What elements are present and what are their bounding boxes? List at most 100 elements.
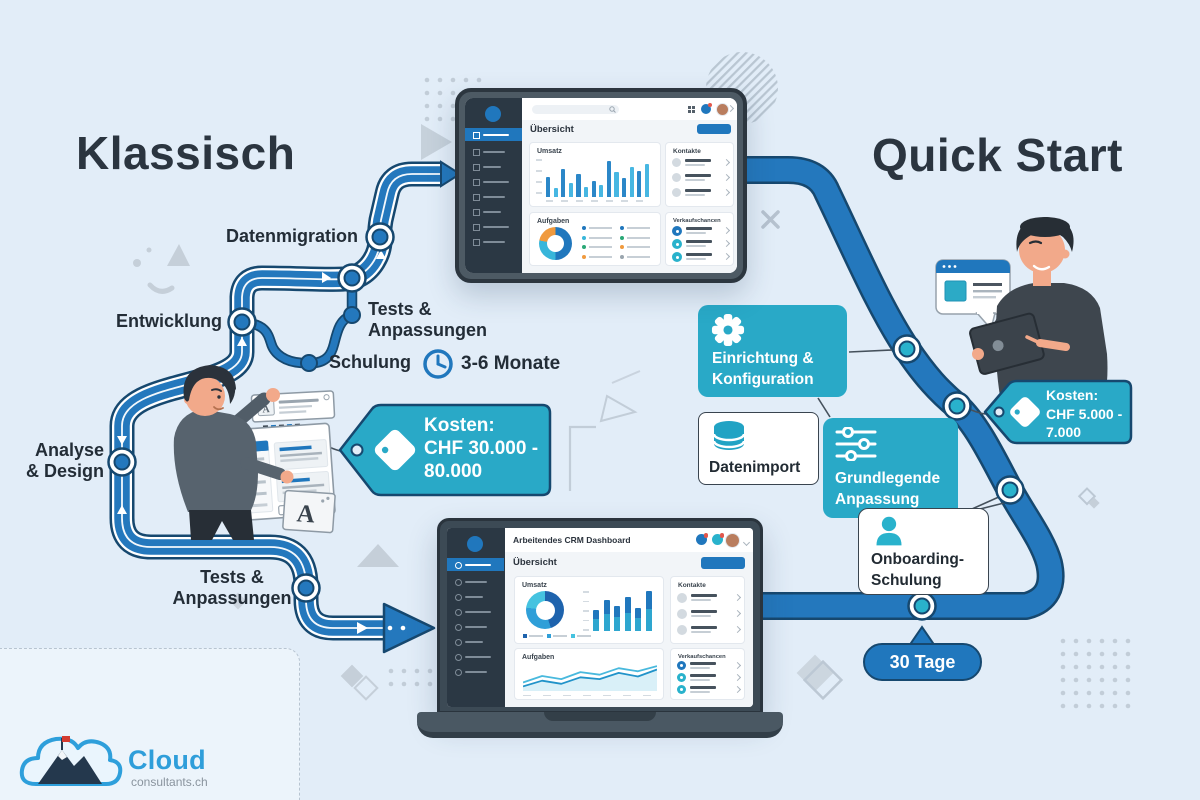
step-box-onboarding: Onboarding-Schulung [858,508,989,595]
card-verkaufschancen: Verkaufschancen [665,212,734,266]
sidebar-item[interactable] [447,605,504,618]
cost-klassisch: Kosten:CHF 30.000 -80.000 [424,415,539,482]
messages-icon[interactable] [712,533,724,545]
list-row[interactable] [677,661,742,670]
sidebar-item[interactable] [465,145,522,158]
donut-chart [526,591,564,629]
list-row[interactable] [672,158,731,170]
sliders-icon [835,427,877,461]
node-analyse-design [107,447,137,477]
card-verkaufschancen: Verkaufschancen [670,648,745,700]
card-title: Umsatz [522,582,547,589]
label-datenmigration: Datenmigration [225,226,358,246]
doodle-decoration [133,244,190,294]
sidebar-item[interactable] [465,175,522,188]
label-duration-klassisch: 3-6 Monate [461,353,561,374]
list-row[interactable] [677,609,742,622]
card-kontakte: Kontakte [670,576,745,644]
apps-grid-icon[interactable] [688,106,695,113]
chevron-right-icon [722,173,731,182]
diamond-decoration [1088,497,1100,509]
list-row[interactable] [677,673,742,682]
bar-chart [546,159,652,197]
duration-pill-quickstart: 30 Tage [863,643,982,681]
line-chart [522,662,658,696]
price-tag-klassisch [338,403,552,497]
sidebar-item[interactable] [465,160,522,173]
page-title: Übersicht [513,557,557,568]
list-row[interactable] [672,173,731,185]
sidebar-item[interactable] [447,665,504,678]
topbar: Arbeitendes CRM Dashboard [505,528,753,553]
window-title: Arbeitendes CRM Dashboard [513,535,631,545]
step-box-datenimport: Datenimport [698,412,819,485]
sidebar-item[interactable] [447,558,504,571]
play-triangle-decoration [421,124,452,160]
gear-icon [711,313,745,347]
list-row[interactable] [672,252,731,262]
donut-chart [539,227,572,260]
sidebar-item[interactable] [447,650,504,663]
sidebar-item[interactable] [465,235,522,248]
card-title: Umsatz [537,148,562,155]
crm-dashboard-laptop: Arbeitendes CRM Dashboard Übersicht Umsa… [437,518,763,714]
laptop-base [417,712,783,738]
app-logo [467,536,483,552]
primary-button[interactable] [701,557,745,569]
diamond-decoration [796,654,834,692]
sidebar-item[interactable] [465,220,522,233]
search-input[interactable] [532,105,619,114]
triangle-decoration [357,544,399,567]
avatar[interactable] [716,103,729,116]
avatar[interactable] [725,533,740,548]
sidebar-item[interactable] [465,190,522,203]
chevron-right-icon [733,673,742,682]
sketch-line-decoration [611,370,641,384]
primary-button[interactable] [697,124,731,134]
cross-decoration [761,210,780,229]
diamond-outline-decoration [353,675,379,701]
chevron-right-icon [722,188,731,197]
chevron-down-icon[interactable] [742,538,751,547]
notification-icon[interactable] [696,533,708,545]
chevron-right-icon [733,593,742,602]
sidebar-item[interactable] [447,635,504,648]
board-letter: A [296,500,316,528]
card-kontakte: Kontakte [665,142,734,207]
list-row[interactable] [677,593,742,606]
step-box-label: Einrichtung &Konfiguration [712,350,814,388]
chevron-right-icon [722,239,731,248]
sidebar-item[interactable] [465,205,522,218]
list-row[interactable] [672,188,731,200]
logo-name: Cloud [128,745,206,775]
illustration-person-right [935,217,1108,402]
list-row[interactable] [672,239,731,249]
list-row[interactable] [672,226,731,236]
sidebar-item[interactable] [447,590,504,603]
road-branch-schulung [241,281,358,369]
sidebar [465,98,522,273]
clock-icon [423,349,453,379]
sidebar-item[interactable] [447,620,504,633]
notification-icon[interactable] [701,102,712,114]
list-row[interactable] [677,625,742,638]
list-row[interactable] [677,685,742,694]
illustration-person-left: A [173,365,336,540]
speech-bubble-browser [935,259,1011,331]
label-schulung: Schulung [329,352,411,372]
road-nodes [107,222,1025,621]
node-kosten-quickstart [942,391,972,421]
cloud-logo-icon [19,736,123,786]
cost-quickstart: Kosten:CHF 5.000 -7.000 [1046,387,1123,440]
sidebar-item[interactable] [465,128,522,141]
sidebar-item[interactable] [447,575,504,588]
node-schulung-small [300,354,318,372]
bar-chart [593,590,655,631]
card-umsatz: Umsatz [514,576,664,644]
tag-icon [374,429,416,471]
label-tests-anpassungen-mid: Tests &Anpassungen [368,299,488,340]
chevron-right-icon [733,661,742,670]
price-tag-quickstart [983,379,1133,445]
